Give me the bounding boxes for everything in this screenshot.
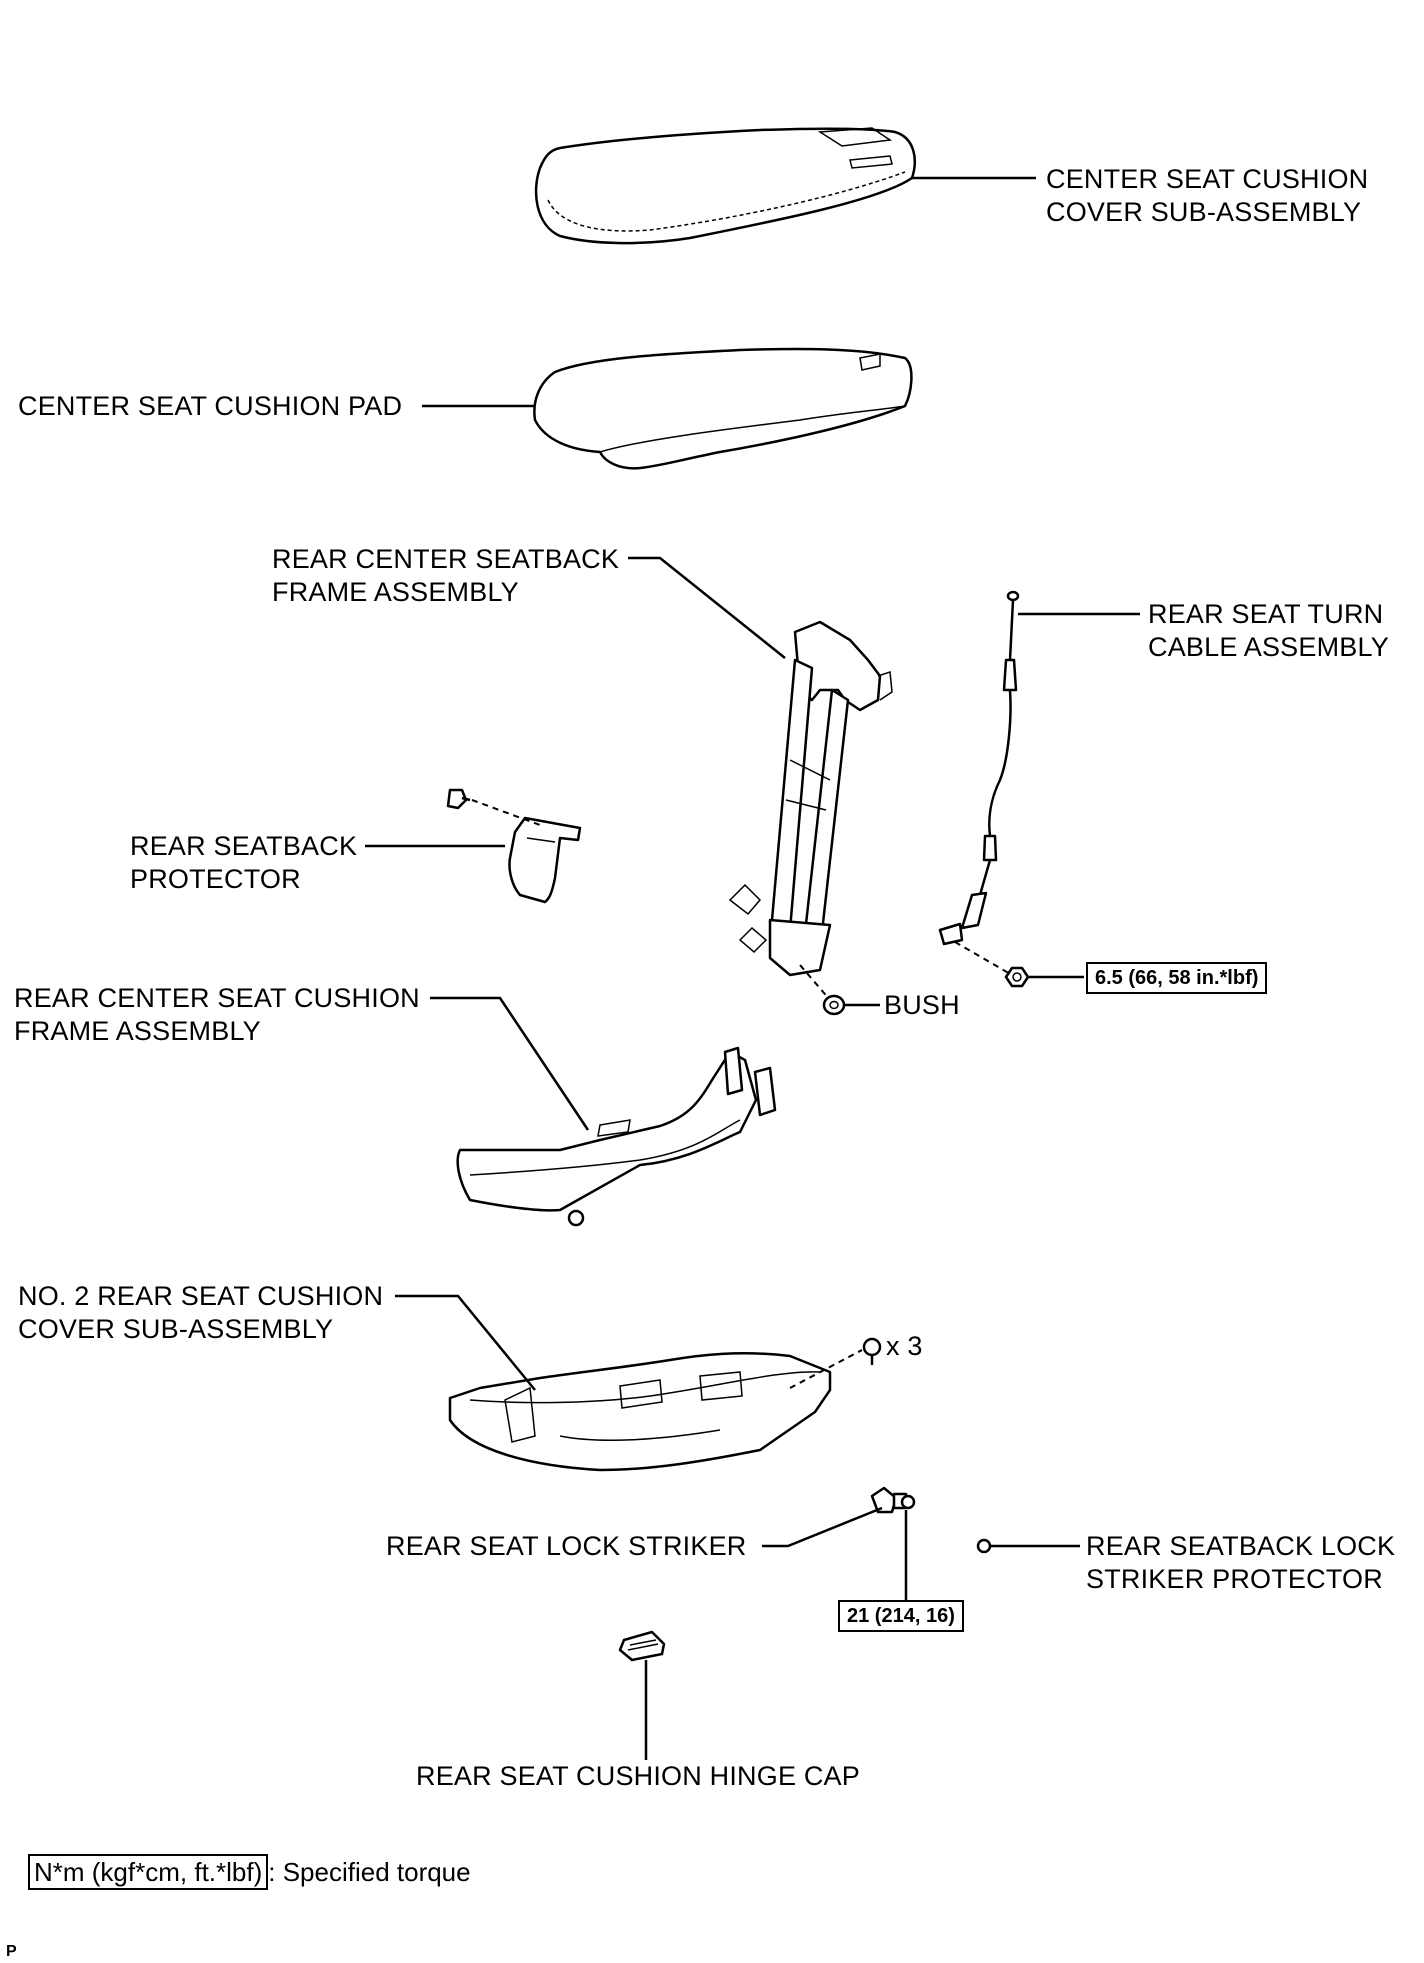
dash-bush (799, 964, 831, 1001)
label-rear-seatback-protector: REAR SEATBACK PROTECTOR (130, 831, 358, 894)
leader-seatback-frame (628, 556, 786, 659)
torque-striker-bolt: 21 (214, 16) (838, 1600, 964, 1632)
rear-seat-turn-cable-part (938, 590, 1020, 946)
label-bolt-quantity: x 3 (886, 1331, 923, 1361)
center-seat-cushion-cover-part (534, 127, 916, 245)
cover-bolt-part (862, 1337, 882, 1365)
rear-seat-lock-striker-part (870, 1486, 916, 1514)
rear-center-seat-cushion-frame-part (456, 1046, 777, 1227)
rear-center-seatback-frame-part (728, 620, 893, 977)
label-rear-center-seatback-frame: REAR CENTER SEATBACK FRAME ASSEMBLY (272, 544, 620, 607)
leader-no2-cushion-cover (395, 1294, 536, 1391)
label-rear-seat-cushion-hinge-cap: REAR SEAT CUSHION HINGE CAP (416, 1761, 860, 1791)
cable-nut-part (1004, 966, 1030, 988)
rear-seatback-lock-striker-protector-part (976, 1538, 992, 1554)
no2-rear-seat-cushion-cover-part (448, 1352, 832, 1472)
bush-part (822, 994, 846, 1016)
legend-torque-units: N*m (kgf*cm, ft.*lbf) (28, 1854, 269, 1890)
dash-bolts (789, 1349, 863, 1389)
rear-seat-cushion-hinge-cap-part (618, 1630, 666, 1662)
dash-protector-bolt (471, 799, 541, 826)
label-rear-seatback-lock-striker-protector: REAR SEATBACK LOCK STRIKER PROTECTOR (1086, 1531, 1396, 1594)
leader-cushion-frame (430, 996, 590, 1131)
label-bush: BUSH (884, 990, 960, 1020)
label-rear-center-seat-cushion-frame: REAR CENTER SEAT CUSHION FRAME ASSEMBLY (14, 983, 420, 1046)
label-no2-rear-seat-cushion-cover: NO. 2 REAR SEAT CUSHION COVER SUB-ASSEMB… (18, 1281, 384, 1344)
label-rear-seat-lock-striker: REAR SEAT LOCK STRIKER (386, 1531, 747, 1561)
center-seat-cushion-pad-part (533, 347, 913, 470)
legend-text: : Specified torque (268, 1857, 471, 1887)
corner-mark: P (6, 1943, 17, 1960)
leader-lock-striker (762, 1506, 883, 1548)
label-rear-seat-turn-cable: REAR SEAT TURN CABLE ASSEMBLY (1148, 599, 1389, 662)
dash-cable-nut (954, 941, 1013, 976)
label-center-seat-cushion-cover: CENTER SEAT CUSHION COVER SUB-ASSEMBLY (1046, 164, 1369, 227)
torque-legend: N*m (kgf*cm, ft.*lbf): Specified torque (28, 1854, 471, 1890)
torque-cable-nut: 6.5 (66, 58 in.*lbf) (1086, 962, 1268, 994)
rear-seatback-protector-part (446, 788, 582, 904)
label-center-seat-cushion-pad: CENTER SEAT CUSHION PAD (18, 391, 403, 421)
